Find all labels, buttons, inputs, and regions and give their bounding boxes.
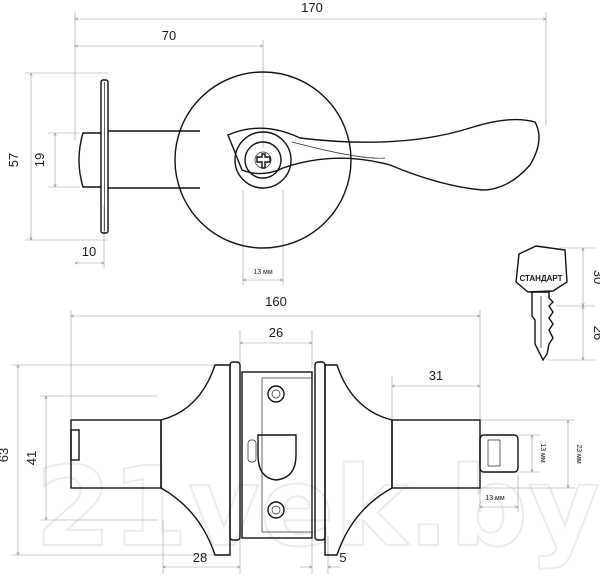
latch-bolt-window <box>257 434 297 481</box>
key-head <box>515 245 568 293</box>
dim-label-spindle-projection: 31 <box>429 368 443 383</box>
dim-label-key-blade: 26 <box>591 326 600 340</box>
screw-hole-bottom <box>267 501 285 519</box>
key-brand-label: СТАНДАРТ <box>519 274 562 283</box>
left-rosette-shroud <box>160 364 231 556</box>
dim-label-rosette-height: 57 <box>6 153 21 167</box>
lever-handle-ridge <box>291 141 386 159</box>
right-spindle-tip <box>479 434 519 473</box>
key-drawing: СТАНДАРТ 30 26 <box>515 245 600 362</box>
mounting-plate <box>100 79 109 234</box>
dim-label-spindle-length: 10 <box>82 244 96 259</box>
left-spindle-square <box>70 429 80 461</box>
cylinder-outer-ring <box>234 131 292 189</box>
cylinder-inner-ring <box>244 141 282 179</box>
dim-label-spindle-width: 23 мм <box>575 444 582 464</box>
rosette-circle <box>174 71 352 249</box>
dim-label-spindle-square: 13 мм <box>539 443 546 463</box>
dim-label-rosette-to-center: 70 <box>162 28 176 43</box>
dim-label-cylinder-width: 13 мм <box>253 269 273 276</box>
side-view: 160 26 31 63 41 13 мм 23 мм 13 мм 28 5 <box>0 294 582 574</box>
key-blade <box>531 291 554 362</box>
dim-label-latch-plate-width: 26 <box>269 325 283 340</box>
latch-trigger <box>247 439 257 463</box>
right-spindle-slot <box>487 439 501 467</box>
spindle-end-cap <box>78 132 101 188</box>
latch-plate-inner <box>261 377 313 533</box>
dim-label-overall-length: 170 <box>301 0 323 15</box>
left-rosette-plate <box>229 361 241 541</box>
dim-label-plate-thickness: 5 <box>339 550 346 565</box>
screw-hole-top-inner <box>271 389 281 399</box>
dim-label-side-overall-height: 63 <box>0 448 11 462</box>
dim-label-key-head: 30 <box>591 270 600 284</box>
dim-label-body-height: 41 <box>24 451 39 465</box>
top-view: 170 70 57 19 10 13 мм <box>6 0 546 285</box>
dim-label-side-overall-length: 160 <box>265 294 287 309</box>
screw-hole-bottom-inner <box>271 505 281 515</box>
keyhole-icon <box>256 153 271 169</box>
dim-label-spindle-tip: 13 мм <box>485 495 505 502</box>
screw-hole-top <box>267 385 285 403</box>
dim-label-backset-to-rosette: 28 <box>193 550 207 565</box>
dim-label-spindle-diameter: 19 <box>32 153 47 167</box>
lever-handle <box>227 118 540 191</box>
